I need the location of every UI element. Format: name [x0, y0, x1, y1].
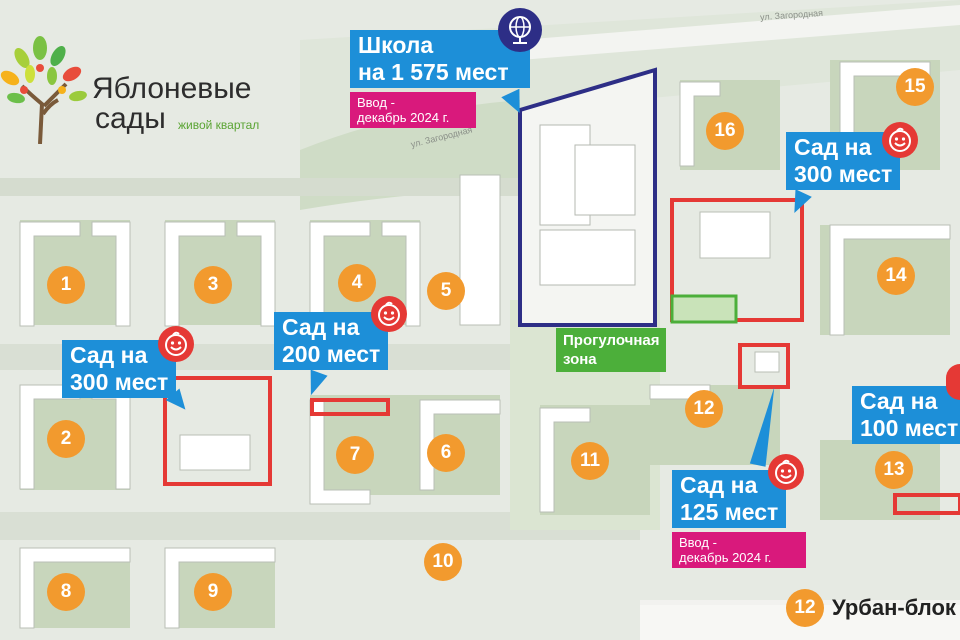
globe-icon [498, 8, 542, 52]
school-label-line2: на 1 575 мест [358, 59, 509, 85]
school-label-line1: Школа [358, 32, 434, 58]
school-building [518, 67, 657, 327]
road-upper [0, 178, 520, 196]
brand-name-line2: сады [95, 102, 166, 135]
building-number[interactable]: 3 [194, 266, 232, 304]
building-number[interactable]: 8 [47, 573, 85, 611]
globe-icon-svg [509, 16, 531, 44]
kindergarten-label-line2: 200 мест [282, 341, 381, 367]
kindergarten-label-line1: Сад на [680, 472, 758, 498]
child-face-icon [371, 296, 407, 332]
building-number[interactable]: 5 [427, 272, 465, 310]
kindergarten-label[interactable]: Сад на 300 мест [62, 340, 177, 398]
school-date-line1: Ввод - [357, 95, 395, 110]
building-number[interactable]: 13 [875, 451, 913, 489]
child-face-svg [775, 459, 797, 484]
walk-zone-line2: зона [563, 351, 597, 368]
building-number[interactable]: 11 [571, 442, 609, 480]
building-number[interactable]: 15 [896, 68, 934, 106]
building-number[interactable]: 1 [47, 266, 85, 304]
building-number[interactable]: 10 [424, 543, 462, 581]
kindergarten-label-line1: Сад на [282, 314, 360, 340]
walk-zone-label[interactable]: Прогулочная зона [556, 328, 667, 372]
child-face-icon [882, 122, 918, 158]
kindergarten-label[interactable]: Сад на 100 мест [852, 386, 960, 444]
building-number[interactable]: 6 [427, 434, 465, 472]
kindergarten-date-line1: Ввод - [679, 535, 717, 550]
building-number[interactable]: 7 [336, 436, 374, 474]
legend-marker: 12 [786, 589, 824, 627]
legend-label: Урбан-блок [832, 595, 956, 620]
building-number[interactable]: 4 [338, 264, 376, 302]
brand-name-line1: Яблоневые [92, 72, 252, 105]
building-outlines [19, 61, 951, 629]
kindergarten-label[interactable]: Сад на 125 мест [672, 470, 787, 528]
apple-tree-logo-icon [0, 36, 87, 144]
legend: 12 Урбан-блок [786, 588, 960, 628]
kindergarten-label[interactable]: Сад на 300 мест [786, 132, 901, 190]
child-face-svg [165, 331, 187, 356]
child-face-icon [946, 364, 960, 400]
building-number[interactable]: 2 [47, 420, 85, 458]
kindergarten-buildings [179, 211, 780, 471]
main-road [520, 5, 960, 60]
building-number[interactable]: 9 [194, 573, 232, 611]
kindergarten-plots [163, 198, 960, 515]
child-face-svg [889, 127, 911, 152]
child-face-icon [768, 454, 804, 490]
kindergarten-label-line2: 125 мест [680, 499, 779, 525]
kindergarten-label-line2: 300 мест [794, 161, 893, 187]
kindergarten-label-line1: Сад на [70, 342, 148, 368]
kindergarten-date-line2: декабрь 2024 г. [679, 550, 772, 565]
school-date-badge: Ввод - декабрь 2024 г. [350, 92, 476, 128]
brand-tagline: живой квартал [178, 118, 260, 132]
building-number[interactable]: 14 [877, 257, 915, 295]
school-date-line2: декабрь 2024 г. [357, 110, 450, 125]
kindergarten-date-badge: Ввод - декабрь 2024 г. [672, 532, 806, 568]
walk-zone-line1: Прогулочная [563, 332, 660, 349]
child-face-svg [378, 301, 400, 326]
kindergarten-label-line2: 300 мест [70, 369, 169, 395]
kindergarten-label[interactable]: Сад на 200 мест [274, 312, 389, 370]
kindergarten-label-line1: Сад на [794, 134, 872, 160]
kindergarten-label-line1: Сад на [860, 388, 938, 414]
building-number[interactable]: 16 [706, 112, 744, 150]
school-label[interactable]: Школа на 1 575 мест [350, 30, 530, 88]
walk-zone-plot [670, 294, 738, 324]
building-number[interactable]: 12 [685, 390, 723, 428]
child-face-icon [158, 326, 194, 362]
kindergarten-label-line2: 100 мест [860, 415, 959, 441]
brand-logo[interactable]: Яблоневые сады живой квартал [0, 34, 290, 144]
